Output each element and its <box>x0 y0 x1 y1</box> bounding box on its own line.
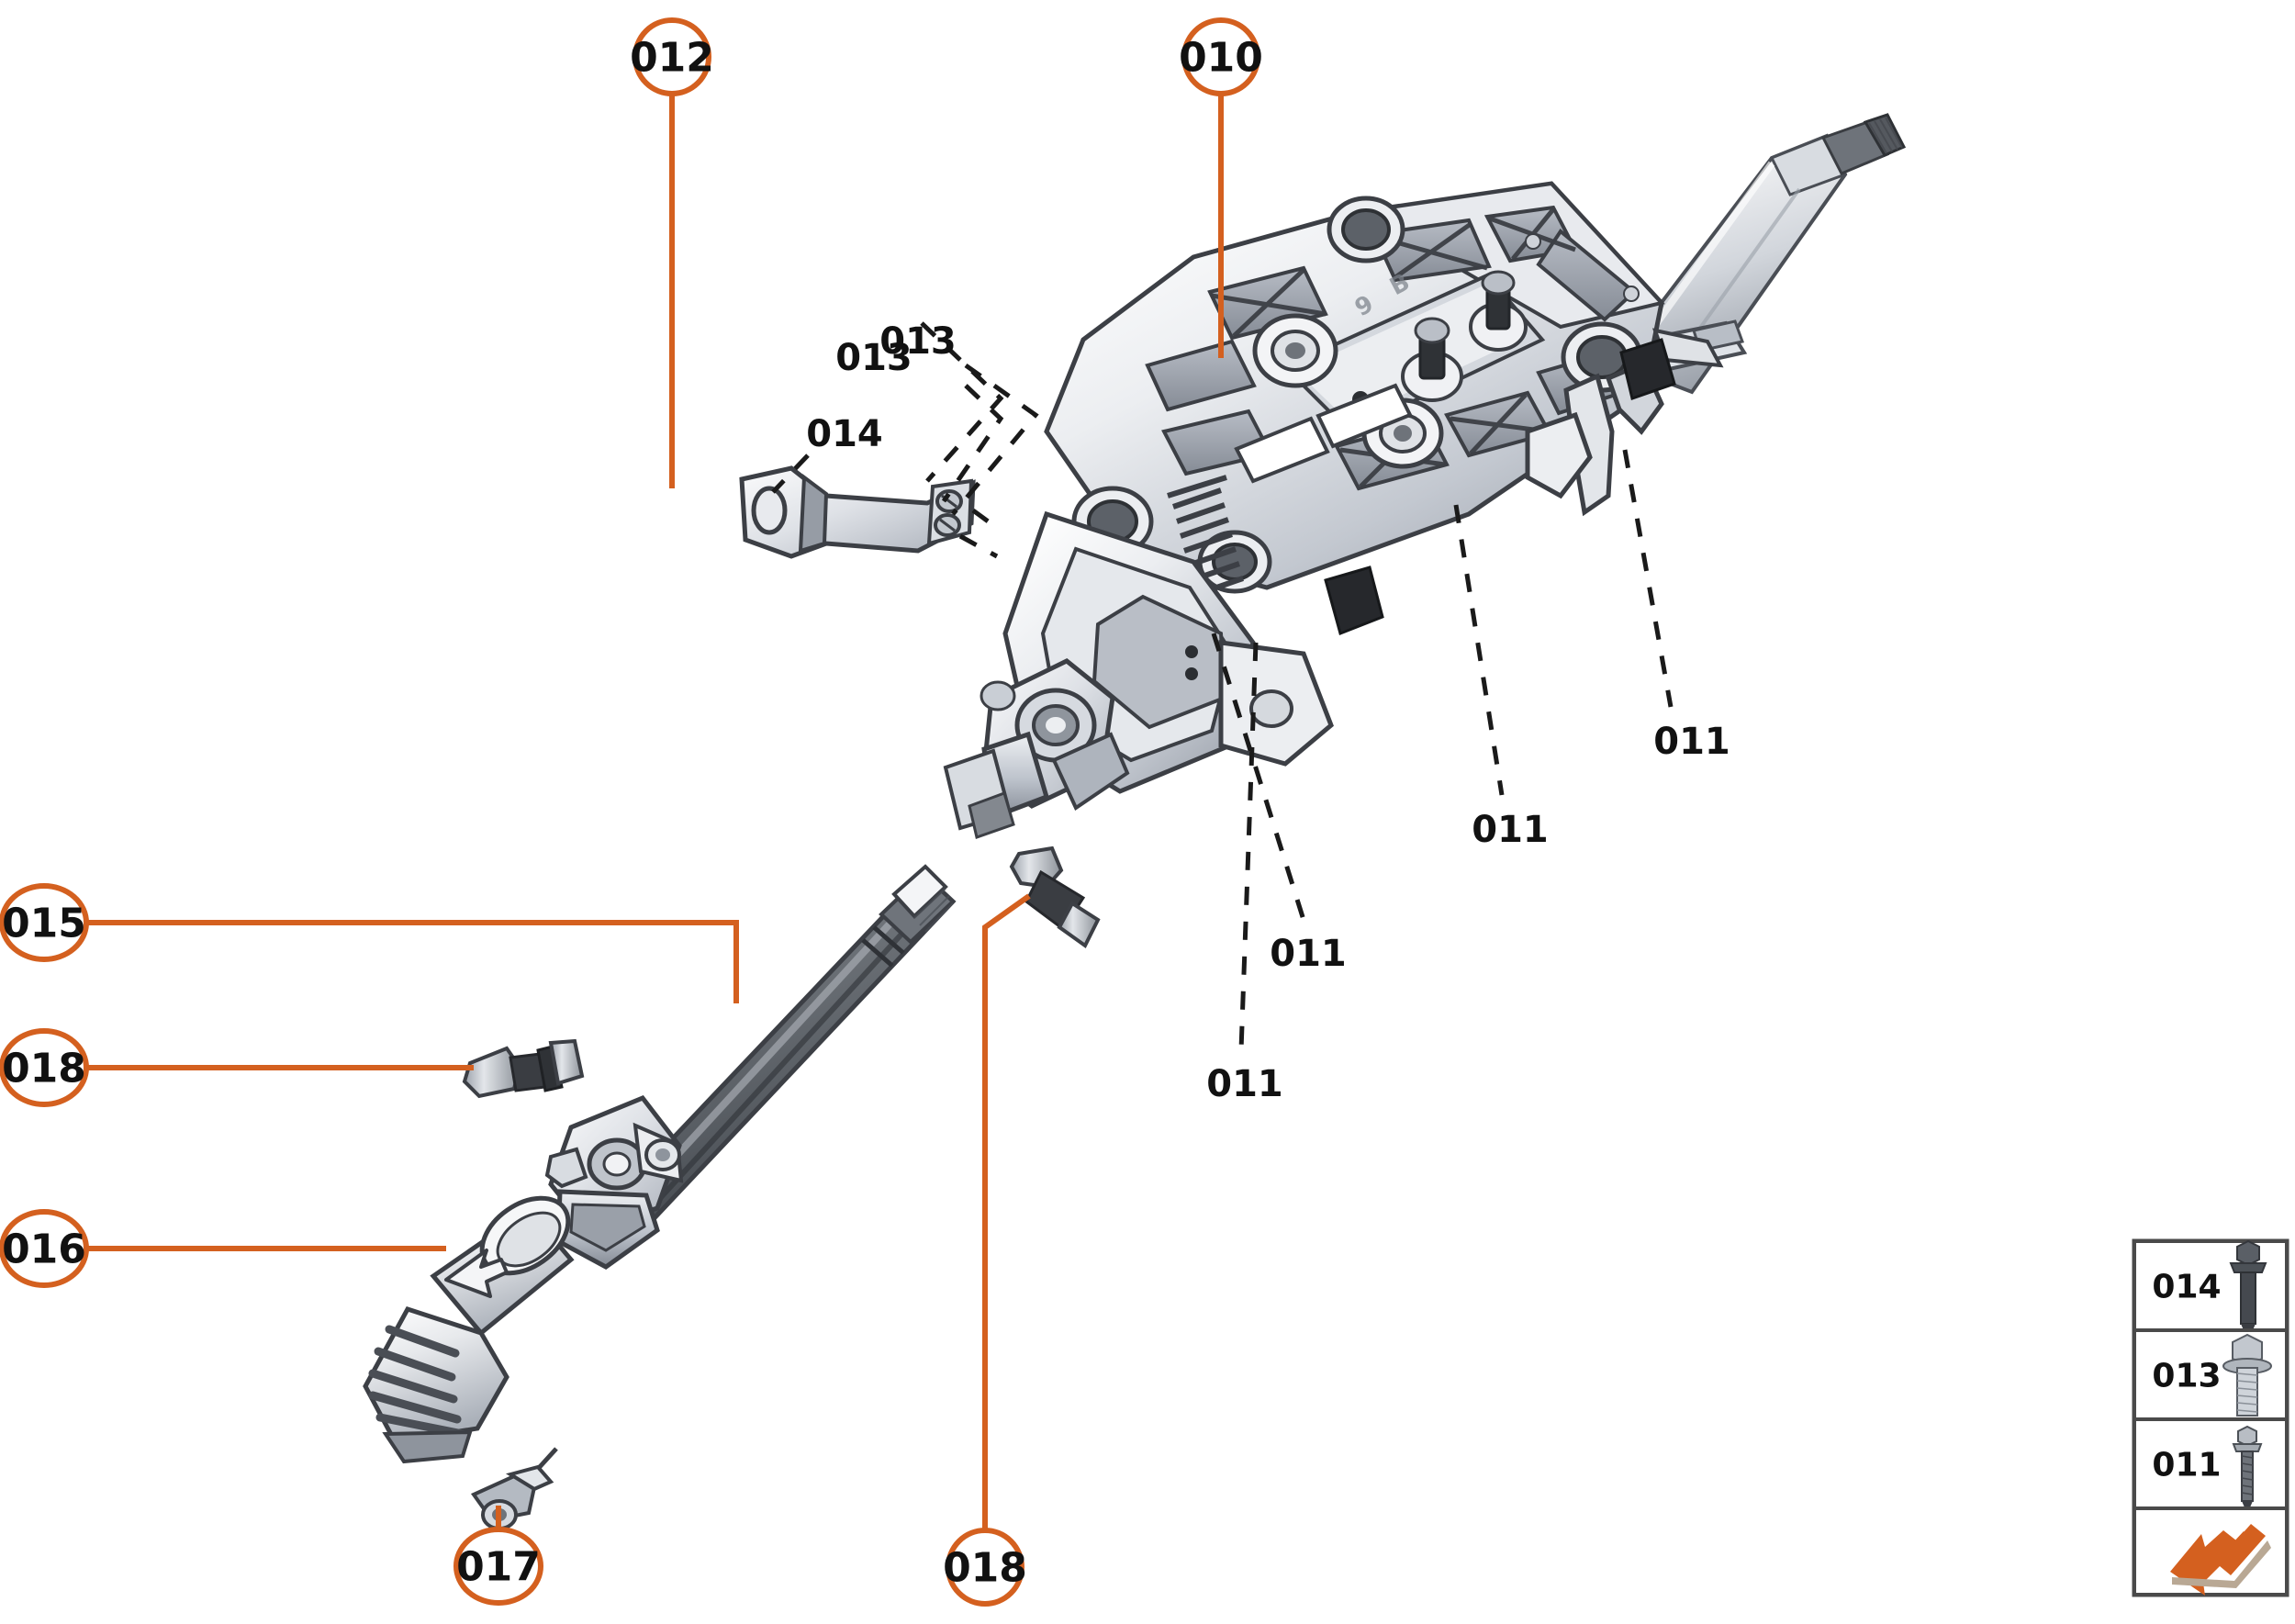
forward-direction-arrow-icon <box>2170 1524 2271 1596</box>
callout-012[interactable]: 012 <box>630 17 714 96</box>
callout-015[interactable]: 015 <box>0 883 89 962</box>
legend-row-011-label: 011 <box>2152 1447 2221 1484</box>
callout-017-label: 017 <box>456 1544 541 1591</box>
callout-012-label: 012 <box>630 35 714 82</box>
dash-leader-013-b <box>951 363 1039 516</box>
intermediate-shaft-universal-joint <box>544 1094 684 1270</box>
part-010-steering-column-assembly: 9 B <box>943 113 1907 839</box>
part-016-steering-gear-boot <box>363 1195 575 1464</box>
dash-leader-013-a <box>920 321 1004 483</box>
flange-bolt-thin-icon <box>2232 1425 2263 1507</box>
legend-row-014-label: 014 <box>2152 1269 2221 1306</box>
dashed-label-014: 014 <box>806 413 883 455</box>
legend-row-013[interactable]: 013 <box>2133 1328 2289 1421</box>
dashed-label-013-b: 013 <box>879 320 957 363</box>
callout-018-upper-label: 018 <box>2 1046 86 1092</box>
column-lower-universal-joint <box>943 658 1130 839</box>
dash-leader-014 <box>771 454 810 494</box>
leader-018-lower <box>982 893 1031 1530</box>
dash-leader-013-e <box>958 533 999 559</box>
dashed-label-011-b: 011 <box>1472 809 1549 851</box>
dash-leader-011-c <box>1211 633 1306 921</box>
column-lower-housing <box>1002 510 1334 794</box>
legend-row-011[interactable]: 011 <box>2133 1417 2289 1510</box>
callout-018-lower-label: 018 <box>943 1545 1027 1592</box>
part-018-pinch-bolt-upper <box>462 1038 585 1099</box>
flange-bolt-dark-icon <box>2229 1239 2267 1330</box>
callout-018-lower[interactable]: 018 <box>943 1528 1027 1607</box>
part-018-pinch-bolt-lower <box>1009 846 1101 948</box>
callout-016[interactable]: 016 <box>0 1209 89 1288</box>
callout-010[interactable]: 010 <box>1179 17 1263 96</box>
flange-bolt-large-icon <box>2222 1333 2272 1417</box>
callout-018-upper[interactable]: 018 <box>0 1028 89 1107</box>
legend-row-013-label: 013 <box>2152 1358 2221 1395</box>
dashed-label-011-a: 011 <box>1653 721 1730 763</box>
callout-010-label: 010 <box>1179 35 1263 82</box>
dashed-label-011-c: 011 <box>1270 933 1347 975</box>
leader-015 <box>88 920 739 1003</box>
dash-leader-011-a <box>1622 449 1674 708</box>
legend-row-014[interactable]: 014 <box>2133 1239 2289 1332</box>
dashed-label-013-a: 013 <box>835 337 912 379</box>
dashed-label-011-d: 011 <box>1206 1063 1283 1105</box>
dash-leader-011-b <box>1453 504 1505 796</box>
callout-016-label: 016 <box>2 1226 86 1273</box>
part-012-support-bracket <box>739 465 976 559</box>
callout-015-label: 015 <box>2 901 86 947</box>
dash-leader-013-d <box>971 508 1002 533</box>
callout-017[interactable]: 017 <box>453 1527 543 1606</box>
dash-leader-013-c <box>941 384 1004 503</box>
legend-row-direction[interactable] <box>2133 1506 2289 1596</box>
